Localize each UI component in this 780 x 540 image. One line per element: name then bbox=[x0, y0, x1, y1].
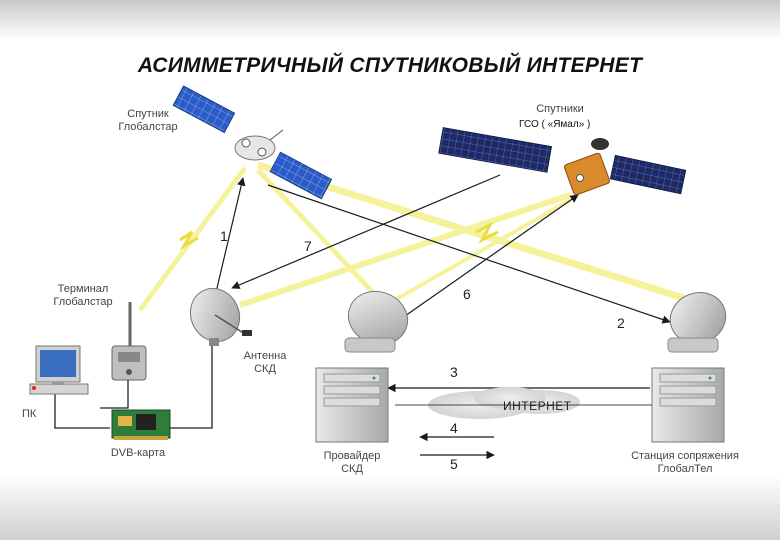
arrow-1 bbox=[212, 177, 246, 306]
beam-globalstar-to-provider bbox=[256, 168, 382, 302]
internet-label: ИНТЕРНЕТ bbox=[503, 399, 572, 413]
arrow-7 bbox=[231, 174, 501, 289]
dvb-label: DVB-карта bbox=[110, 447, 166, 459]
arrow-6 bbox=[404, 194, 579, 317]
internet-cloud bbox=[428, 387, 580, 419]
geo-satellite-yamal bbox=[438, 127, 687, 196]
globalstar-satellite bbox=[172, 85, 333, 200]
step-number-5: 5 bbox=[450, 456, 458, 472]
cable-terminal-pc bbox=[100, 380, 129, 409]
globalstar-terminal bbox=[111, 302, 147, 381]
station-server bbox=[651, 367, 725, 443]
page-title: АСИММЕТРИЧНЫЙ СПУТНИКОВЫЙ ИНТЕРНЕТ bbox=[137, 54, 643, 77]
beam-globalstar-to-station bbox=[256, 161, 692, 304]
station-dish bbox=[667, 292, 727, 353]
step-number-3: 3 bbox=[450, 364, 458, 380]
step-number-1: 1 bbox=[220, 228, 228, 244]
pc-computer bbox=[29, 345, 89, 395]
pc-label: ПК bbox=[22, 408, 37, 420]
geo-satellite-label-bottom: ГСО ( «Ямал» ) bbox=[519, 119, 591, 130]
step-number-4: 4 bbox=[450, 420, 458, 436]
step-number-6: 6 bbox=[463, 286, 471, 302]
provider-server bbox=[315, 367, 389, 443]
step-number-7: 7 bbox=[304, 238, 312, 254]
geo-satellite-label-top: Спутники bbox=[536, 103, 584, 115]
beam-geo-to-antenna bbox=[239, 192, 571, 308]
dvb-card bbox=[111, 409, 171, 440]
provider-dish bbox=[344, 291, 409, 353]
beam-terminal-to-globalstar bbox=[137, 166, 248, 312]
beam-geo-to-provider bbox=[394, 198, 571, 302]
cable-pc-dvb bbox=[54, 392, 110, 429]
cable-lines bbox=[54, 345, 213, 429]
cable-dvb-antenna bbox=[170, 345, 213, 429]
top-gradient-band bbox=[0, 0, 780, 40]
signal-beams bbox=[137, 161, 692, 312]
data-arrows bbox=[212, 174, 671, 460]
arrow-2 bbox=[267, 184, 671, 324]
lightning-icon bbox=[179, 230, 199, 251]
bottom-gradient-band bbox=[0, 475, 780, 540]
step-number-2: 2 bbox=[617, 315, 625, 331]
antenna-skd bbox=[189, 288, 252, 346]
lightning-icon bbox=[475, 221, 499, 244]
